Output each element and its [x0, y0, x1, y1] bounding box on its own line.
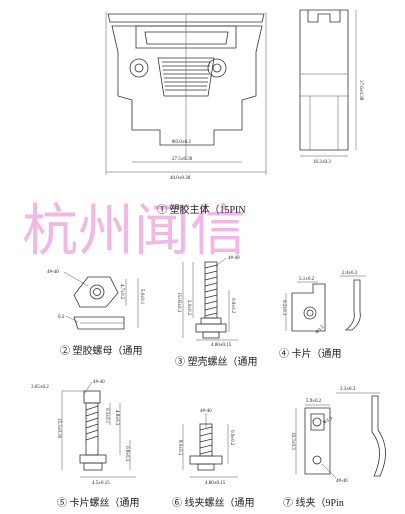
dim-screw6-thread: 4#-40 [200, 409, 212, 414]
dim-outer-width: 40.0±0.38 [170, 176, 191, 181]
dim-screw6-base: 4.80±0.15 [205, 481, 226, 486]
dim-clamp-w: 5.9±0.2 [306, 399, 322, 404]
caption-part-5: ⑤ 卡片螺丝（通用 [57, 496, 140, 509]
caption-part-3: ③ 塑壳螺丝（通用 [175, 355, 258, 368]
caption-part-6: ⑥ 线夹螺丝（通用 [172, 496, 255, 509]
dim-screw5-d1: 0.3±0.1 [104, 408, 109, 424]
dim-screw5-base: 4.5±0.15 [92, 481, 110, 486]
dim-height: 37.6±0.38 [358, 80, 363, 101]
part-7-cable-clamp: 2.3±0.3 5.9±0.2 Φ3.0 16.3±0.3 4#-40 [290, 387, 386, 484]
caption-part-1: ① 塑胶主体（15PIN [157, 203, 246, 216]
dim-screw3-base: 4.80±0.15 [211, 343, 232, 348]
part-4-clip: 5.1±0.2 Φ3.2 9.2±0.3 2.4±0.3 [281, 271, 366, 335]
caption-part-7: ⑦ 线夹（9Pin [283, 496, 344, 509]
dim-clamp-top: 2.3±0.3 [340, 387, 356, 392]
part-3-shell-screw: 4#-40 15.05±0.3 2.0±0.2 0.9±0.2 4.80±0.1… [176, 256, 240, 348]
dim-screw6-len: 8.0±0.3 [177, 440, 182, 456]
dim-nut-offset: 0.2 [58, 315, 65, 320]
dim-screw5-d2: 4.8±0.3 [114, 410, 119, 426]
dim-screw3-len: 15.05±0.3 [176, 292, 181, 313]
part-5-clip-screw: 3.05±0.2 4#-40 15.3±0.30 0.3±0.1 4.8±0.3… [31, 380, 136, 486]
watermark-text: 杭州闻信 [22, 199, 246, 264]
dim-side-width: 16.3±0.3 [313, 160, 331, 165]
dim-clip-h: 9.2±0.3 [281, 300, 286, 316]
dim-screw3-thread: 4#-40 [228, 256, 240, 261]
dim-screw3-d1: 2.0±0.2 [186, 300, 191, 316]
dim-clip-hole: Φ3.2 [315, 325, 326, 336]
dim-screw5-d3: 0.8±0.3 [124, 446, 129, 462]
dim-screw6-d1: 0.9±0.2 [229, 430, 234, 446]
caption-part-4: ④ 卡片（通用 [279, 347, 342, 360]
dim-clamp-thread: 4#-40 [336, 479, 348, 484]
part-1-main-body-side-view: 37.6±0.38 16.3±0.3 [299, 9, 363, 165]
dim-screw5-len: 15.3±0.30 [56, 418, 61, 439]
part-1-main-body-front-view: Φ3.0±0.2 27.5±0.30 40.0±0.38 [105, 12, 267, 181]
dim-screw5-thread: 4#-40 [93, 380, 105, 385]
dim-clip-a: 5.1±0.2 [299, 277, 315, 282]
dim-clamp-hole: Φ3.0 [323, 416, 335, 426]
dim-screw5-top: 3.05±0.2 [31, 385, 49, 390]
dim-small-diameter: Φ3.0±0.2 [172, 140, 191, 145]
dim-nut-thread: 4#-40 [47, 270, 59, 275]
part-6-clamp-screw: 4#-40 8.0±0.3 0.9±0.2 4.80±0.15 [177, 409, 238, 486]
dim-nut-h: 5.0±0.1 [139, 289, 144, 305]
dim-clamp-h: 16.3±0.3 [290, 432, 295, 450]
caption-part-2: ② 塑胶螺母（通用 [60, 344, 143, 357]
dim-nut-w: 4.7±0.2 [119, 284, 124, 300]
dim-screw3-d2: 0.9±0.2 [230, 298, 235, 314]
part-2-plastic-nut: 4#-40 0.2 4.7±0.2 5.0±0.1 [47, 270, 144, 330]
dim-clip-b: 2.4±0.3 [342, 271, 358, 276]
dim-inner-width: 27.5±0.30 [172, 157, 193, 162]
